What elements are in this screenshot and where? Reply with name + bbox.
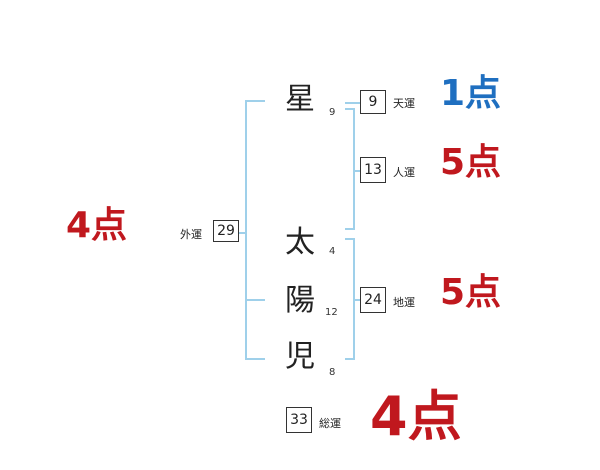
gai-score: 4点 xyxy=(66,205,128,246)
jin-bracket-vertical xyxy=(353,108,355,230)
outer-bracket-vertical xyxy=(245,100,247,360)
name-char-3: 陽 xyxy=(285,283,315,318)
name-char-2: 太 xyxy=(285,225,315,260)
stroke-count-1: 9 xyxy=(329,107,336,118)
name-char-1: 星 xyxy=(285,82,315,117)
jin-bracket-bottom xyxy=(345,228,355,230)
gai-label: 外運 xyxy=(180,228,202,241)
so-value-box: 33 xyxy=(286,407,312,433)
jin-label: 人運 xyxy=(393,166,415,179)
chi-bracket-stem xyxy=(353,299,361,301)
jin-value-box: 13 xyxy=(360,157,386,183)
outer-bracket-stem xyxy=(239,232,247,234)
chi-bracket-bottom xyxy=(345,358,355,360)
chi-value-box: 24 xyxy=(360,287,386,313)
jin-bracket-stem xyxy=(353,170,361,172)
so-score: 4点 xyxy=(370,385,462,448)
outer-bracket-bottom xyxy=(245,358,265,360)
outer-bracket-top xyxy=(245,100,265,102)
ten-bracket-line xyxy=(345,102,360,104)
jin-bracket-top xyxy=(345,108,355,110)
ten-label: 天運 xyxy=(393,97,415,110)
chi-label: 地運 xyxy=(393,296,415,309)
stroke-count-4: 8 xyxy=(329,367,336,378)
chi-score: 5点 xyxy=(440,272,502,313)
so-label: 総運 xyxy=(319,417,341,430)
stroke-count-2: 4 xyxy=(329,246,336,257)
chi-bracket-top xyxy=(345,238,355,240)
ten-value-box: 9 xyxy=(360,90,386,114)
gai-value-box: 29 xyxy=(213,220,239,242)
stroke-count-3: 12 xyxy=(325,307,338,318)
jin-score: 5点 xyxy=(440,142,502,183)
ten-score: 1点 xyxy=(440,73,502,114)
outer-bracket-mid xyxy=(245,299,265,301)
name-char-4: 児 xyxy=(285,339,315,374)
